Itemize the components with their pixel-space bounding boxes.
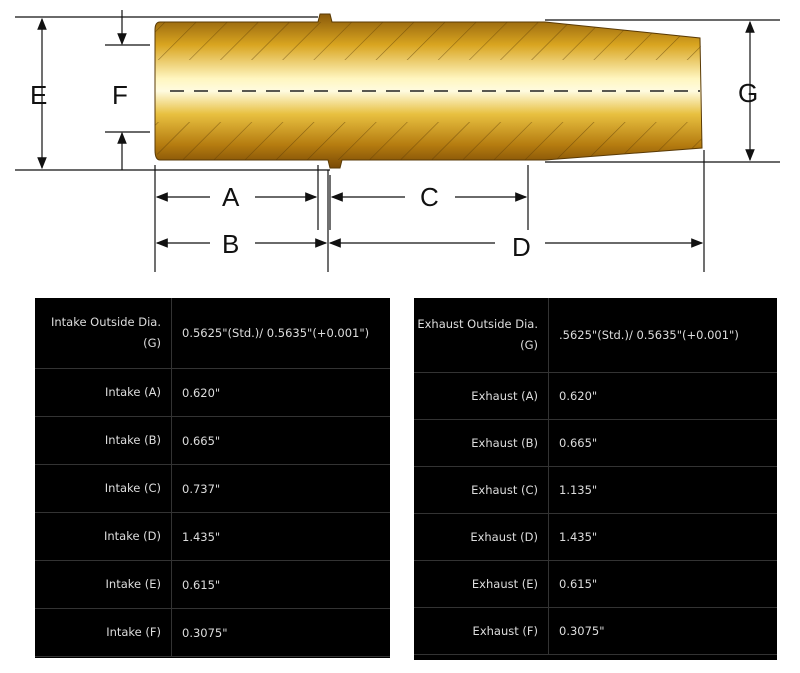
intake-spec-table: Intake Outside Dia. (G) 0.5625"(Std.)/ 0.… (35, 298, 390, 658)
table-row: Exhaust (F) 0.3075" (414, 608, 777, 655)
spec-value: 0.615" (182, 577, 221, 592)
spec-label: Intake (F) (35, 609, 172, 656)
spec-label: Intake (B) (35, 417, 172, 464)
spec-value: 0.3075" (559, 624, 605, 638)
label-a: A (222, 182, 240, 212)
spec-value: .5625"(Std.)/ 0.5635"(+0.001") (559, 328, 739, 342)
table-row: Exhaust (C) 1.135" (414, 467, 777, 514)
spec-value: 1.135" (559, 483, 598, 497)
table-row: Intake (C) 0.737" (35, 465, 390, 513)
spec-label: Intake (C) (35, 465, 172, 512)
spec-label: Exhaust (C) (414, 467, 549, 513)
table-row: Exhaust (D) 1.435" (414, 514, 777, 561)
spec-label: Exhaust (B) (414, 420, 549, 466)
spec-value: 0.620" (559, 389, 598, 403)
spec-value: 1.435" (182, 529, 221, 544)
spec-value: 0.615" (559, 577, 598, 591)
spec-value: 0.5625"(Std.)/ 0.5635"(+0.001") (182, 326, 370, 340)
spec-label: Exhaust Outside Dia. (G) (414, 298, 549, 372)
table-row: Exhaust (A) 0.620" (414, 373, 777, 420)
spec-label: Exhaust (F) (414, 608, 549, 654)
spec-value: 0.665" (182, 433, 221, 448)
spec-value: 1.435" (559, 530, 598, 544)
table-row: Exhaust (B) 0.665" (414, 420, 777, 467)
spec-label: Exhaust (E) (414, 561, 549, 607)
exhaust-spec-table: Exhaust Outside Dia. (G) .5625"(Std.)/ 0.… (414, 298, 777, 660)
table-row: Intake (F) 0.3075" (35, 609, 390, 657)
spec-value: 0.737" (182, 481, 221, 496)
label-e: E (30, 80, 47, 110)
spec-label: Intake (A) (35, 369, 172, 416)
spec-value: 0.3075" (182, 625, 228, 640)
spec-value: 0.665" (559, 436, 598, 450)
label-d: D (512, 232, 531, 262)
table-row: Exhaust (E) 0.615" (414, 561, 777, 608)
spec-label: Exhaust (D) (414, 514, 549, 560)
label-g: G (738, 78, 758, 108)
guide-body (154, 13, 703, 169)
table-row: Exhaust Outside Dia. (G) .5625"(Std.)/ 0.… (414, 298, 777, 373)
spec-label: Intake (E) (35, 561, 172, 608)
label-f: F (112, 80, 128, 110)
label-c: C (420, 182, 439, 212)
spec-label: Exhaust (A) (414, 373, 549, 419)
spec-value: 0.620" (182, 385, 221, 400)
table-row: Intake Outside Dia. (G) 0.5625"(Std.)/ 0.… (35, 298, 390, 369)
table-row: Intake (B) 0.665" (35, 417, 390, 465)
valve-guide-diagram: E F G A C B D (15, 10, 780, 272)
spec-label: Intake Outside Dia. (G) (35, 298, 172, 368)
table-row: Intake (E) 0.615" (35, 561, 390, 609)
label-b: B (222, 229, 239, 259)
table-row: Intake (A) 0.620" (35, 369, 390, 417)
table-row: Intake (D) 1.435" (35, 513, 390, 561)
spec-label: Intake (D) (35, 513, 172, 560)
